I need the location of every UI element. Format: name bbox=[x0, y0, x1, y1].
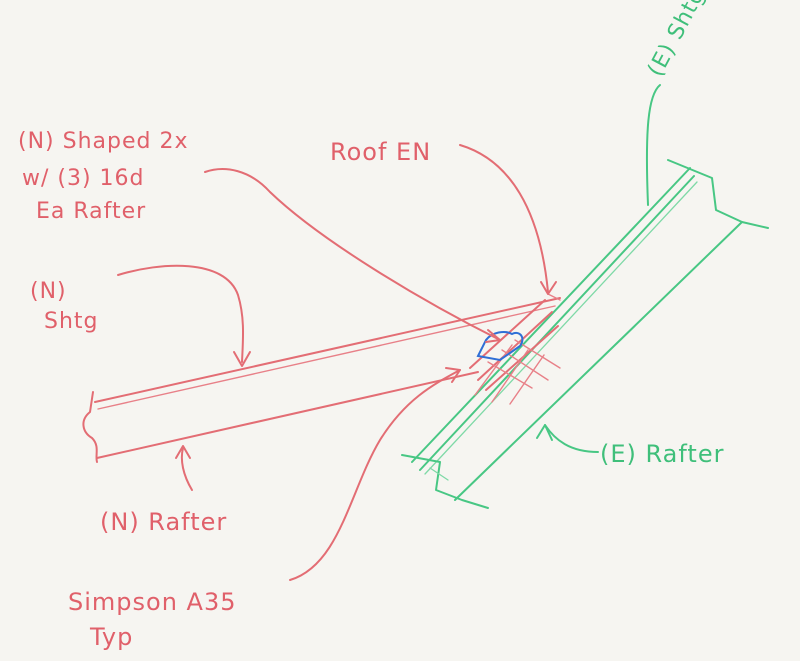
shaped-2x-arrowhead bbox=[485, 329, 501, 343]
existing-sheathing-leader bbox=[645, 84, 661, 206]
new-sheathing-arrowhead bbox=[233, 351, 251, 367]
new-rafter-drawing bbox=[82, 293, 561, 463]
label-simpson-line1: Simpson A35 bbox=[68, 588, 237, 616]
simpson-leader bbox=[289, 369, 461, 581]
label-new-rafter: (N) Rafter bbox=[100, 508, 227, 536]
label-shaped-2x-line2: w/ (3) 16d bbox=[22, 166, 145, 191]
simpson-arrowhead bbox=[445, 367, 461, 383]
roof-en-arrowhead bbox=[540, 281, 557, 295]
label-new-sheathing-line2: Shtg bbox=[44, 309, 99, 334]
new-rafter-arrowhead bbox=[175, 445, 191, 459]
existing-rafter-arrowhead bbox=[536, 424, 553, 441]
label-shaped-2x-line1: (N) Shaped 2x bbox=[18, 129, 188, 154]
new-sheathing-leader bbox=[117, 264, 245, 363]
new-rafter-leader bbox=[180, 447, 193, 491]
label-roof-en: Roof EN bbox=[330, 138, 431, 166]
existing-rafter-leader bbox=[544, 424, 599, 453]
label-new-sheathing-line1: (N) bbox=[30, 279, 67, 304]
label-shaped-2x-line3: Ea Rafter bbox=[36, 199, 146, 224]
existing-rafter-drawing bbox=[401, 159, 769, 509]
shaped-2x-leader bbox=[204, 168, 501, 341]
label-simpson-line2: Typ bbox=[89, 623, 133, 651]
label-existing-rafter: (E) Rafter bbox=[600, 440, 724, 468]
label-existing-sheathing: (E) Shtg bbox=[643, 0, 710, 81]
roof-en-leader bbox=[459, 144, 549, 293]
